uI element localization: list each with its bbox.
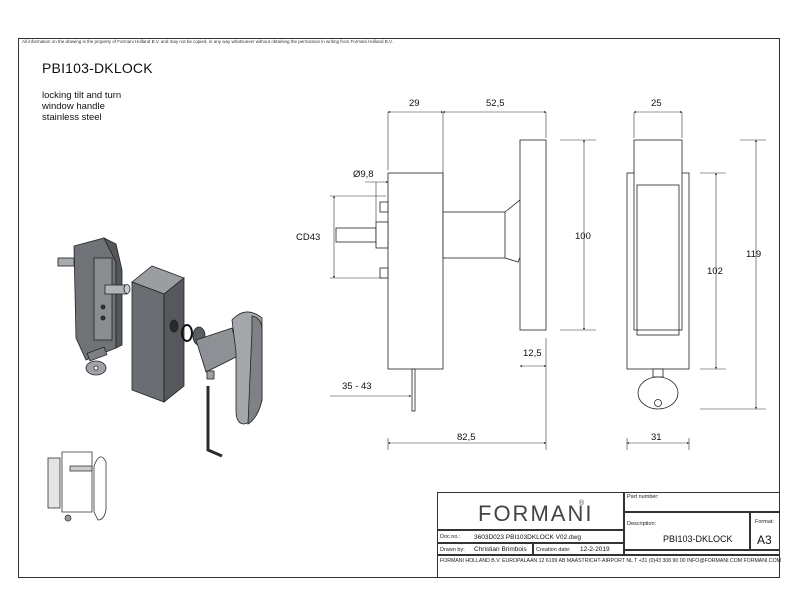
side-handle-grip — [519, 139, 547, 331]
dim-29: 29 — [409, 98, 420, 109]
copyright-notice: All information on the drawing is the pr… — [22, 39, 393, 44]
dim-102: 102 — [707, 266, 723, 277]
dim-119: 119 — [746, 249, 762, 260]
format-cell: Format: A3 — [750, 512, 780, 550]
description-line-2: window handle — [42, 101, 105, 112]
side-pin-bottom — [379, 267, 389, 279]
exploded-view — [57, 237, 263, 458]
end-key-bow — [637, 376, 679, 410]
logo-cell: FORMANI ® — [437, 492, 624, 530]
description-cell: Description: PBI103-DKLOCK — [624, 512, 750, 550]
drawn-by-value: Christian Brimbois — [474, 546, 527, 553]
o-ring-1 — [181, 324, 193, 342]
part-number-label: Part number: — [627, 494, 659, 500]
lock-pin-mid-end — [123, 284, 131, 294]
side-handle-neck — [442, 211, 514, 259]
doc-no-cell: Doc.no.: 3603D023 PBI103DKLOCK V02.dwg — [437, 530, 624, 543]
rosette-side — [163, 277, 185, 403]
description-value: PBI103-DKLOCK — [663, 534, 733, 544]
side-view — [335, 139, 547, 412]
logo-registered-mark: ® — [579, 500, 585, 507]
dim-35-43: 35 - 43 — [342, 381, 372, 392]
end-handle — [633, 139, 683, 331]
side-spindle — [335, 227, 377, 243]
lock-body-side — [103, 237, 123, 349]
dim-cd43: CD43 — [296, 232, 321, 243]
doc-no-label: Doc.no.: — [440, 534, 461, 540]
company-footer: FORMANI HOLLAND B.V. EUROPALAAN 12 6199 … — [440, 558, 781, 564]
dim-diameter-9-8: Ø9,8 — [353, 169, 374, 180]
side-spindle-collar — [375, 221, 389, 249]
dim-82-5: 82,5 — [457, 432, 476, 443]
sketch-lever — [93, 456, 107, 521]
sketch-view — [47, 451, 107, 522]
handle-lever-shade — [247, 315, 263, 425]
format-label: Format: — [755, 519, 774, 525]
creation-date-value: 12-2-2019 — [580, 546, 610, 553]
side-rosette — [387, 172, 444, 370]
footer-cell: FORMANI HOLLAND B.V. EUROPALAAN 12 6199 … — [437, 555, 781, 578]
formani-logo: FORMANI — [478, 501, 594, 526]
dim-25: 25 — [651, 98, 662, 109]
side-pin-back — [411, 368, 416, 412]
dim-52-5: 52,5 — [486, 98, 505, 109]
lock-cylinder-plate — [93, 257, 113, 341]
allen-key — [206, 386, 223, 458]
format-value: A3 — [757, 533, 772, 547]
lock-pin-top-shaft — [57, 257, 75, 267]
creation-date-cell: Creation date: 12-2-2019 — [533, 543, 624, 555]
description-line-1: locking tilt and turn — [42, 90, 122, 101]
set-screw — [206, 370, 215, 380]
creation-date-label: Creation date: — [536, 547, 571, 553]
rosette-hole — [169, 319, 179, 333]
drawing-frame — [18, 38, 780, 578]
sketch-rosette — [61, 451, 93, 513]
drawn-by-cell: Drawn by: Christian Brimbois — [437, 543, 533, 555]
end-inner — [636, 184, 680, 336]
end-key-hole — [654, 399, 662, 407]
spacer-cell — [624, 550, 780, 555]
drawn-by-label: Drawn by: — [440, 547, 465, 553]
title-block: FORMANI ® Part number: Description: PBI1… — [437, 492, 781, 578]
part-number-cell: Part number: — [624, 492, 780, 512]
rosette-front — [131, 281, 165, 403]
end-key-shaft — [652, 368, 664, 378]
sketch-cylinder — [47, 457, 61, 509]
key-hole — [93, 365, 99, 371]
drawing-title: PBI103-DKLOCK — [42, 60, 153, 76]
sketch-bar — [69, 465, 93, 472]
description-label: Description: — [627, 521, 657, 527]
description-line-3: stainless steel — [42, 112, 102, 123]
doc-no-value: 3603D023 PBI103DKLOCK V02.dwg — [474, 534, 581, 541]
dim-12-5: 12,5 — [523, 348, 542, 359]
key-shaft — [86, 346, 108, 362]
end-view — [626, 139, 690, 410]
sketch-knob — [64, 514, 72, 522]
side-pin-top — [379, 201, 389, 213]
dimension-lines — [330, 110, 766, 450]
lock-screw-hole-2 — [100, 315, 106, 321]
lock-screw-hole-1 — [100, 304, 106, 310]
dim-31: 31 — [651, 432, 662, 443]
dim-100: 100 — [575, 231, 591, 242]
